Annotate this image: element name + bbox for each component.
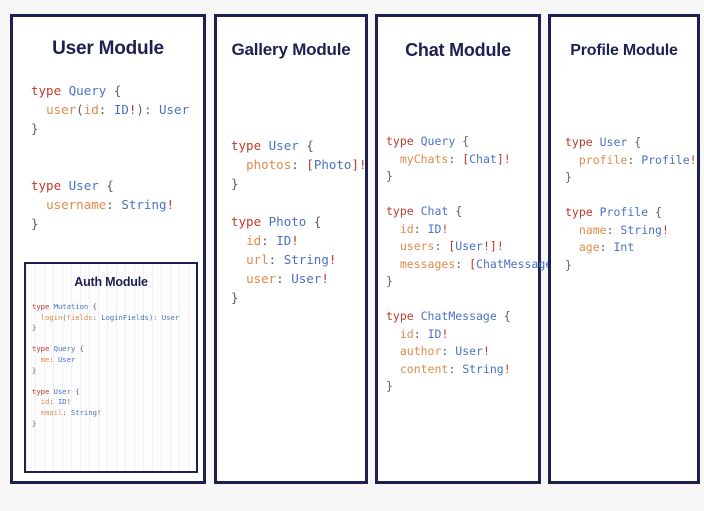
module-panel-gallery[interactable]: Gallery Module type User { photos: [Phot…: [214, 14, 368, 484]
module-panel-user[interactable]: User Module type Query { user(id: ID!): …: [10, 14, 206, 484]
module-panel-auth[interactable]: Auth Module type Mutation { login(fields…: [24, 262, 198, 473]
schema-code-user: type Query { user(id: ID!): User } type …: [31, 83, 190, 231]
schema-code-chat: type Query { myChats: [Chat]! } type Cha…: [386, 134, 566, 393]
schema-code-gallery: type User { photos: [Photo]! } type Phot…: [231, 138, 367, 305]
schema-code-profile: type User { profile: Profile! } type Pro…: [565, 135, 697, 272]
schema-code-auth: type Mutation { login(fields: LoginField…: [32, 302, 180, 428]
panel-title-profile: Profile Module: [570, 42, 678, 59]
panel-title-gallery: Gallery Module: [231, 40, 351, 59]
panel-title-chat: Chat Module: [405, 40, 511, 60]
module-panel-profile[interactable]: Profile Module type User { profile: Prof…: [548, 14, 700, 484]
panel-title-user: User Module: [52, 38, 164, 59]
panel-title-auth: Auth Module: [74, 275, 148, 289]
module-panel-chat[interactable]: Chat Module type Query { myChats: [Chat]…: [375, 14, 566, 484]
